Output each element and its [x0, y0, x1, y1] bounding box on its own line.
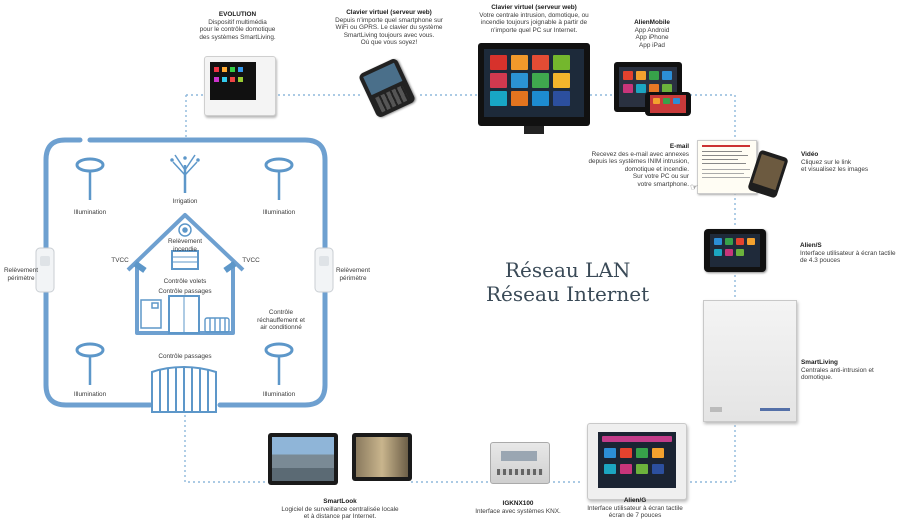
house-frame — [43, 137, 328, 408]
smartliving-title: SmartLiving — [801, 359, 838, 366]
tvcc-label-right: TVCC — [242, 257, 260, 264]
pc-monitor-stand — [524, 126, 544, 134]
smartliving-caption: SmartLiving Centrales anti-intrusion et … — [801, 359, 895, 382]
perimeter-label-right: Relèvement périmètre — [335, 267, 371, 282]
igknx100-caption: IGKNX100 Interface avec systèmes KNX. — [466, 500, 570, 515]
smartlook-monitor-left — [268, 433, 338, 485]
email-title: E-mail — [669, 143, 689, 150]
evolution-desc: Dispositif multimédia pour le contrôle d… — [199, 18, 276, 41]
fire-detection-label: Relèvement incendie — [167, 238, 203, 253]
pc-monitor-device — [478, 43, 590, 126]
irrigation-label: Irrigation — [172, 198, 198, 205]
keypad-phone-desc: Depuis n'importe quel smartphone sur WiF… — [335, 16, 443, 47]
alienmobile-desc: App Android App iPhone App iPad — [634, 26, 670, 49]
keypad-phone-caption: Clavier virtuel (serveur web) Depuis n'i… — [334, 9, 444, 47]
tvcc-label-left: TVCC — [111, 257, 129, 264]
smartlook-caption: SmartLook Logiciel de surveillance centr… — [278, 498, 402, 521]
email-caption: E-mail Recevez des e-mail avec annexes d… — [587, 143, 689, 189]
evolution-title: EVOLUTION — [218, 11, 257, 18]
smartlook-monitor-right — [352, 433, 412, 481]
illumination-label-tl: Illumination — [73, 209, 107, 216]
email-desc: Recevez des e-mail avec annexes depuis l… — [588, 150, 689, 188]
illumination-label-tr: Illumination — [262, 209, 296, 216]
perimeter-label-left: Relèvement périmètre — [3, 267, 39, 282]
alienmobile-phone-device — [645, 92, 691, 116]
evolution-caption: EVOLUTION Dispositif multimédia pour le … — [185, 11, 290, 41]
camera-icon-right — [223, 261, 237, 273]
alien-g-caption: Alien/G Interface utilisateur à écran ta… — [572, 497, 698, 520]
alienmobile-caption: AlienMobile App Android App iPhone App i… — [627, 19, 677, 49]
shutters-label: Contrôle volets — [163, 278, 207, 285]
camera-icon-left — [133, 261, 147, 273]
shutter-icon — [171, 250, 199, 270]
irrigation-icon — [170, 154, 200, 193]
lamp-icon-bl — [75, 342, 105, 385]
igknx100-title: IGKNX100 — [502, 500, 534, 507]
alien-s-desc: Interface utilisateur à écran tactile de… — [800, 249, 896, 265]
gate-icon — [151, 365, 217, 413]
alien-s-caption: Alien/S Interface utilisateur à écran ta… — [800, 242, 896, 265]
alien-g-device — [587, 423, 687, 500]
smoke-detector-icon — [178, 223, 192, 237]
internet-label: Réseau Internet — [486, 282, 650, 306]
igknx100-desc: Interface avec systèmes KNX. — [475, 507, 561, 515]
keypad-phone-title: Clavier virtuel (serveur web) — [346, 9, 432, 16]
alien-s-device — [704, 229, 766, 272]
smartliving-panel-device — [703, 300, 797, 422]
smartlook-desc: Logiciel de surveillance centralisée loc… — [281, 505, 399, 521]
igknx100-device — [490, 442, 550, 484]
video-desc: Cliquez sur le link et visualisez les im… — [801, 158, 869, 174]
lamp-icon-tr — [264, 157, 294, 200]
alienmobile-title: AlienMobile — [634, 19, 670, 26]
alien-g-title: Alien/G — [623, 497, 647, 504]
lamp-icon-tl — [75, 157, 105, 200]
climate-label: Contrôle réchauffement et air conditionn… — [257, 309, 305, 332]
video-caption: Vidéo Cliquez sur le link et visualisez … — [801, 151, 881, 174]
passages-label-inner: Contrôle passages — [158, 288, 212, 295]
passages-label-gate: Contrôle passages — [158, 353, 212, 360]
door-icon — [168, 295, 200, 334]
cupboard-icon — [140, 299, 162, 329]
illumination-label-bl: Illumination — [73, 391, 107, 398]
lan-label: Réseau LAN — [505, 258, 631, 282]
smartlook-title: SmartLook — [323, 498, 357, 505]
smartliving-desc: Centrales anti-intrusion et domotique. — [801, 366, 874, 382]
email-document — [697, 140, 757, 194]
evolution-device — [204, 56, 276, 116]
alien-g-desc: Interface utilisateur à écran tactile éc… — [587, 504, 683, 520]
keypad-pc-title: Clavier virtuel (serveur web) — [491, 4, 577, 11]
cursor-hand-icon: ☞ — [689, 182, 699, 192]
radiator-icon — [204, 317, 230, 333]
keypad-pc-caption: Clavier virtuel (serveur web) Votre cent… — [476, 4, 592, 34]
alien-s-title: Alien/S — [800, 242, 822, 249]
keypad-pc-desc: Votre centrale intrusion, domotique, ou … — [479, 11, 589, 34]
lamp-icon-br — [264, 342, 294, 385]
illumination-label-br: Illumination — [262, 391, 296, 398]
video-title: Vidéo — [801, 151, 819, 158]
